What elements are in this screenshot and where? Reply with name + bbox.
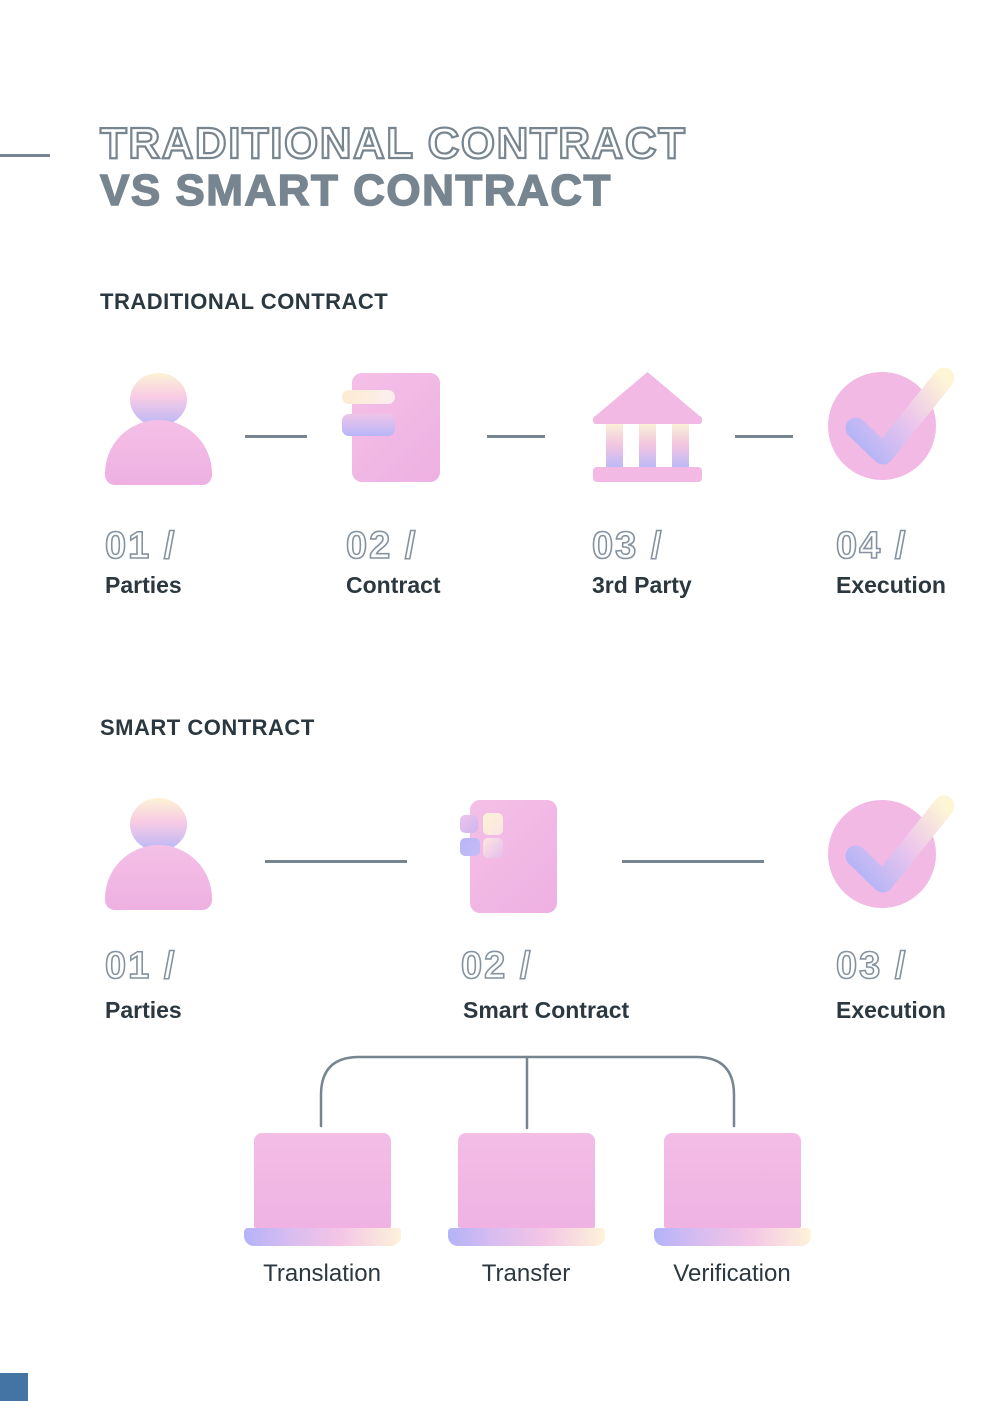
code-chip <box>483 813 503 835</box>
code-chip <box>460 838 480 856</box>
smart-section-heading: SMART CONTRACT <box>100 715 315 740</box>
laptop-screen <box>664 1133 801 1228</box>
document-line-bar <box>342 414 395 436</box>
laptop-icon <box>654 1133 811 1246</box>
branch-label: Verification <box>673 1260 791 1287</box>
smart-contract-document-icon <box>458 798 558 913</box>
step-number: 04 / <box>835 525 908 567</box>
edge-accent-line <box>0 154 50 157</box>
laptop-base <box>448 1228 605 1246</box>
step-number: 02 / <box>345 525 418 567</box>
step-label: Execution <box>836 572 946 598</box>
traditional-section-heading: TRADITIONAL CONTRACT <box>100 289 389 314</box>
bank-column <box>639 424 656 467</box>
check-circle-icon <box>828 367 954 480</box>
branch-tree-connector <box>319 1055 736 1130</box>
bank-roof-bar <box>593 416 702 424</box>
step-number: 01 / <box>104 945 177 987</box>
person-body <box>105 420 212 485</box>
connector-line <box>265 860 407 863</box>
laptop-base <box>244 1228 401 1246</box>
bank-column <box>606 424 623 467</box>
person-icon <box>105 798 212 910</box>
step-number: 03 / <box>591 525 664 567</box>
branch-label: Translation <box>263 1260 381 1287</box>
branch-label: Transfer <box>481 1260 571 1287</box>
connector-line <box>487 435 545 438</box>
laptop-icon <box>244 1133 401 1246</box>
step-label: Parties <box>105 572 182 598</box>
laptop-icon <box>448 1133 605 1246</box>
step-label: 3rd Party <box>592 572 692 598</box>
code-chip <box>460 815 478 833</box>
step-label: Contract <box>346 572 441 598</box>
bank-icon <box>593 372 702 482</box>
laptop-screen <box>458 1133 595 1228</box>
corner-accent-square <box>0 1373 28 1401</box>
laptop-base <box>654 1228 811 1246</box>
bank-base <box>593 467 702 482</box>
bank-column <box>672 424 689 467</box>
person-body <box>105 845 212 910</box>
step-number: 03 / <box>835 945 908 987</box>
connector-line <box>622 860 764 863</box>
step-number: 02 / <box>460 945 533 987</box>
connector-line <box>245 435 307 438</box>
step-label: Execution <box>836 997 946 1023</box>
laptop-screen <box>254 1133 391 1228</box>
check-circle-icon <box>828 795 954 908</box>
person-head <box>130 373 187 426</box>
bank-roof <box>593 372 702 418</box>
step-number: 01 / <box>104 525 177 567</box>
step-label: Parties <box>105 997 182 1023</box>
page-title-line1: TRADITIONAL CONTRACT <box>99 119 687 168</box>
connector-line <box>735 435 793 438</box>
step-label: Smart Contract <box>463 997 630 1023</box>
code-chip <box>483 838 503 858</box>
person-icon <box>105 373 212 485</box>
page-title-line2: VS SMART CONTRACT <box>99 166 612 215</box>
person-head <box>130 798 187 851</box>
document-line-bar <box>342 390 395 404</box>
